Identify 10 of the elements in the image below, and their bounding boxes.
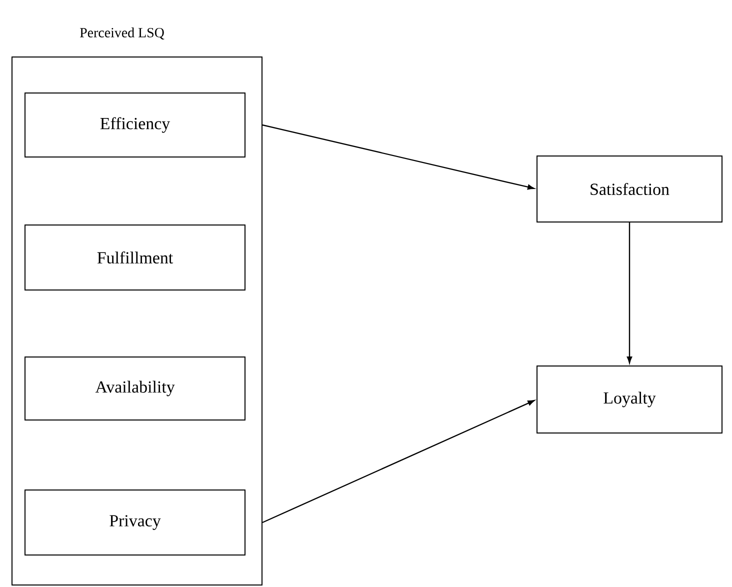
process-box: Satisfaction <box>536 156 722 222</box>
node-label: Perceived LSQ <box>80 28 164 40</box>
process-box: Privacy <box>24 490 246 556</box>
process-box: Efficiency <box>24 92 246 158</box>
process-box: Loyalty <box>536 366 722 434</box>
process-box: Availability <box>24 356 246 420</box>
arrow <box>262 400 535 524</box>
arrow <box>262 124 534 190</box>
process-box: Fulfillment <box>24 224 246 290</box>
arrow <box>626 222 632 364</box>
